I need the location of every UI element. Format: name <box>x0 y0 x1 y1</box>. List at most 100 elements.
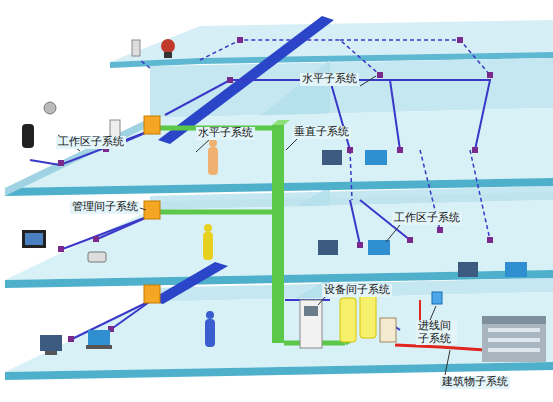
illustration-part <box>340 40 490 75</box>
illustration-part <box>68 336 74 342</box>
illustration-part <box>360 294 376 338</box>
illustration-part <box>140 208 146 210</box>
illustration-part <box>350 200 360 245</box>
illustration-part <box>58 246 64 252</box>
subsystem-label: 水平子系统 <box>300 73 359 86</box>
illustration-part <box>470 150 490 240</box>
illustration-part <box>205 319 215 347</box>
illustration-part <box>150 262 228 304</box>
illustration-part <box>25 233 43 245</box>
subsystem-label: 工作区子系统 <box>56 136 126 149</box>
illustration-part <box>209 139 217 147</box>
illustration-part <box>286 138 298 150</box>
illustration-part <box>45 351 57 355</box>
illustration-part <box>200 40 380 75</box>
illustration-part <box>430 306 436 320</box>
illustration-part <box>347 147 353 153</box>
illustration-part <box>445 350 450 375</box>
subsystem-label: 进线间 子系统 <box>416 320 457 345</box>
illustration-part <box>206 311 214 319</box>
cabling <box>30 16 490 350</box>
illustration-part <box>472 147 478 153</box>
illustration-part <box>488 328 540 332</box>
subsystem-label: 垂直子系统 <box>292 126 351 139</box>
illustration-part <box>357 242 363 248</box>
illustration-part <box>482 316 546 324</box>
illustration-part <box>88 330 110 345</box>
illustration-part <box>40 335 62 351</box>
subsystem-label: 水平子系统 <box>196 127 255 140</box>
illustration-part <box>86 345 112 349</box>
illustration-part <box>58 160 64 166</box>
illustration-part <box>304 306 318 316</box>
illustration-part <box>330 80 400 150</box>
illustration-part <box>93 236 99 242</box>
illustration-part <box>22 124 34 148</box>
building-structure <box>5 20 553 380</box>
illustration-part <box>208 147 218 175</box>
illustration-part <box>237 37 243 43</box>
illustration-part <box>437 227 443 233</box>
illustration-part <box>144 201 160 219</box>
people <box>203 139 218 347</box>
illustration-part <box>407 237 413 243</box>
illustration-part <box>203 232 213 260</box>
illustration-part <box>368 240 390 255</box>
illustration-part <box>196 139 210 152</box>
illustration-part <box>44 102 56 114</box>
external-building <box>482 316 546 362</box>
illustration-part <box>318 296 326 305</box>
illustration-part <box>386 225 400 242</box>
subsystem-label: 工作区子系统 <box>392 212 462 225</box>
terminals <box>22 39 527 355</box>
illustration-part <box>482 322 546 362</box>
illustration-part <box>140 60 150 68</box>
illustration-part <box>458 262 478 277</box>
illustration-part <box>161 39 175 53</box>
illustration-part <box>70 300 152 340</box>
illustration-part <box>322 150 342 165</box>
illustration-part <box>365 150 387 165</box>
illustration-part <box>132 40 140 56</box>
illustration-part <box>95 215 152 240</box>
illustration-part <box>300 300 322 348</box>
illustration-part <box>487 237 493 243</box>
illustration-part <box>432 292 442 304</box>
illustration-part <box>30 130 152 165</box>
illustration-part <box>318 240 338 255</box>
illustration-part <box>272 120 290 125</box>
illustration-part <box>360 76 376 86</box>
illustration-part <box>88 252 106 262</box>
illustration-part <box>5 118 150 196</box>
illustration-part <box>397 147 403 153</box>
illustration-part <box>164 52 172 58</box>
management-closets <box>144 116 160 303</box>
leader-lines <box>58 76 450 375</box>
subsystem-label: 管理间子系统 <box>70 201 140 214</box>
subsystem-label: 建筑物子系统 <box>440 376 510 389</box>
illustration-part <box>140 40 490 240</box>
illustration-part <box>340 298 356 342</box>
illustration-part <box>380 318 396 342</box>
illustration-part <box>488 338 540 342</box>
subsystem-label: 设备间子系统 <box>322 284 392 297</box>
illustration-part <box>110 300 152 330</box>
illustration-part <box>22 230 46 248</box>
illustration-part <box>60 215 152 250</box>
illustration-part <box>457 37 463 43</box>
illustration-part <box>350 150 352 200</box>
illustration-part <box>488 348 540 352</box>
outlets <box>58 37 493 342</box>
illustration-part <box>272 125 284 343</box>
illustration-part <box>227 77 233 83</box>
illustration-part <box>144 116 160 134</box>
illustration-part <box>487 72 493 78</box>
illustration-part <box>204 224 212 232</box>
illustration-part <box>377 72 383 78</box>
illustration-part <box>144 285 160 303</box>
illustration-part <box>390 80 490 150</box>
illustration-part <box>165 80 350 150</box>
illustration-part <box>160 210 272 215</box>
illustration-part <box>505 262 527 277</box>
